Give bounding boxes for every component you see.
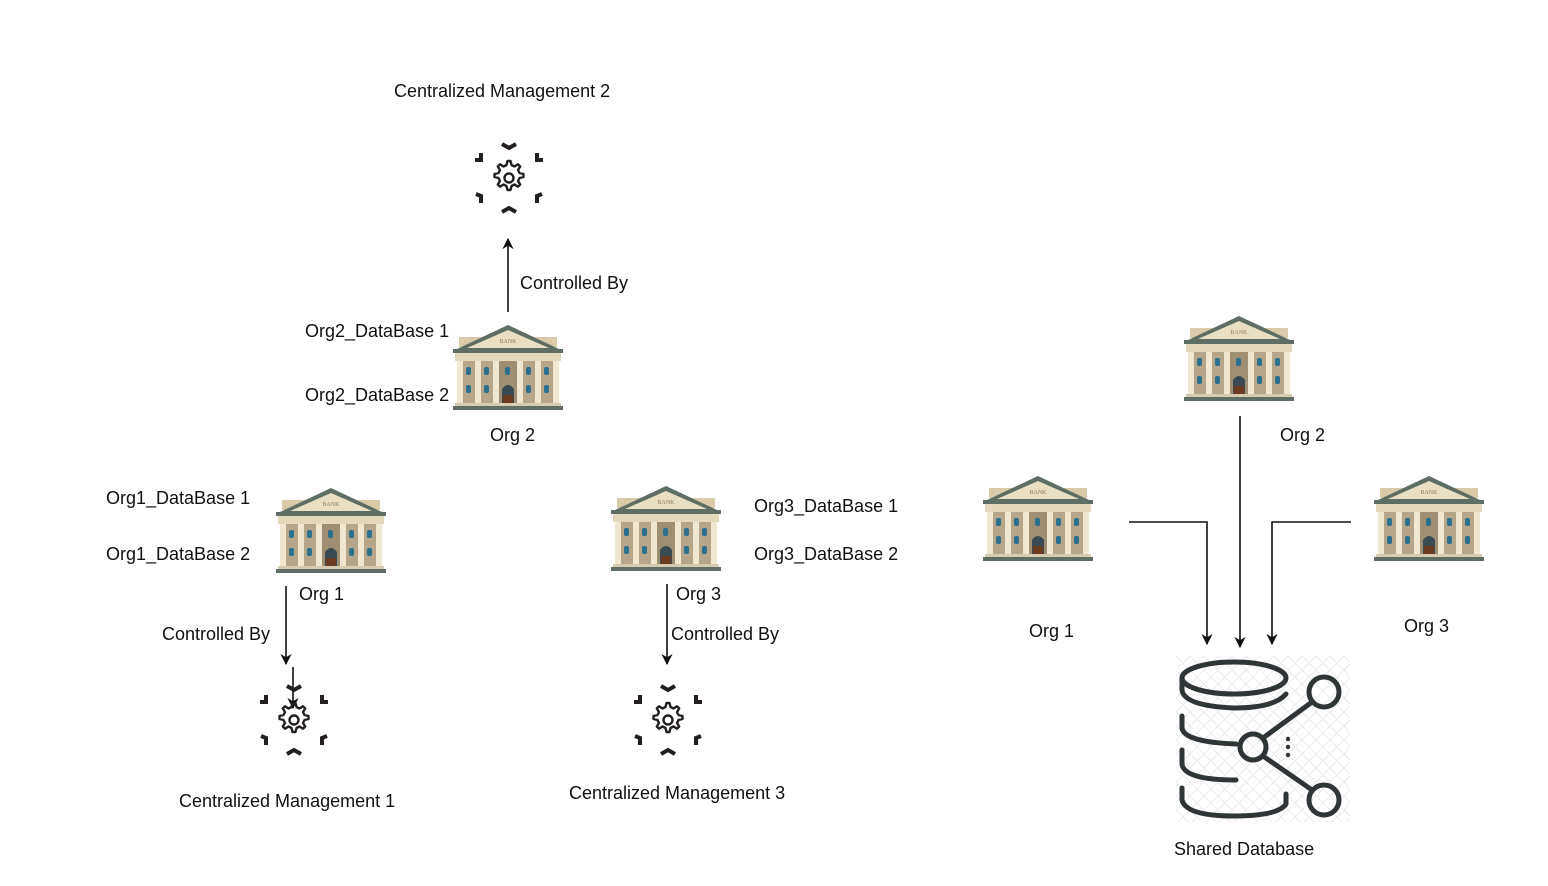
org2-database-2: Org2_DataBase 2 (305, 385, 450, 405)
cm1-label: Centralized Management 1 (179, 791, 396, 811)
bank-building-icon[interactable] (979, 474, 1097, 564)
edge-label-org2: Controlled By (520, 273, 629, 293)
gear-icon[interactable] (628, 680, 708, 760)
org2-label: Org 2 (490, 425, 536, 445)
gear-icon[interactable] (254, 680, 334, 760)
edge-label-org3: Controlled By (671, 624, 780, 644)
cm2-label: Centralized Management 2 (394, 81, 611, 101)
org1-database-2: Org1_DataBase 2 (106, 544, 251, 564)
cm3-label: Centralized Management 3 (569, 783, 786, 803)
org1-label: Org 1 (299, 584, 345, 604)
org3-database-1: Org3_DataBase 1 (754, 496, 899, 516)
bank-building-icon[interactable] (449, 323, 567, 413)
bank-building-icon[interactable] (1370, 474, 1488, 564)
gear-icon[interactable] (469, 138, 549, 218)
shared-database-icon[interactable] (1176, 656, 1350, 822)
right-org1-label: Org 1 (1029, 621, 1075, 641)
bank-building-icon[interactable] (607, 484, 725, 574)
right-org2-label: Org 2 (1280, 425, 1326, 445)
bank-building-icon[interactable] (1180, 314, 1298, 404)
org2-database-1: Org2_DataBase 1 (305, 321, 450, 341)
right-org3-label: Org 3 (1404, 616, 1450, 636)
edge-label-org1: Controlled By (162, 624, 271, 644)
org3-label: Org 3 (676, 584, 722, 604)
edge-rorg1-shareddb (1129, 521, 1213, 646)
org3-database-2: Org3_DataBase 2 (754, 544, 899, 564)
bank-building-icon[interactable] (272, 486, 390, 576)
edge-rorg3-shareddb (1266, 521, 1351, 646)
org1-database-1: Org1_DataBase 1 (106, 488, 251, 508)
shared-database-label: Shared Database (1174, 839, 1315, 859)
